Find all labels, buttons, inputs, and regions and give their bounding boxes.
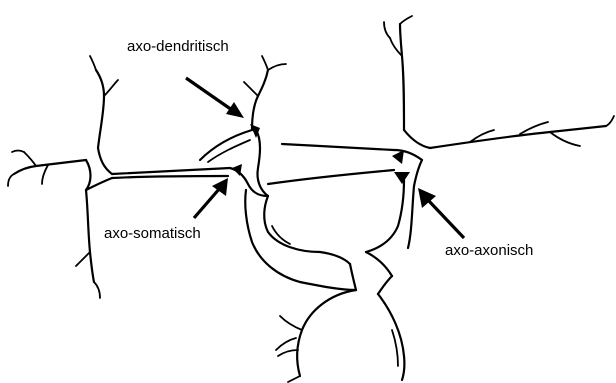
left-neuron: [8, 56, 230, 298]
arrow-axo-dendritisch: [186, 78, 244, 118]
label-axo-dendritisch: axo-dendritisch: [127, 39, 229, 54]
arrow-axo-axonisch: [418, 188, 464, 238]
right-neuron: [268, 16, 614, 252]
lower-neuron: [276, 252, 404, 382]
synapse-axonic-upper: [392, 150, 404, 164]
synapse-axonic-lower: [394, 172, 410, 184]
arrow-axo-somatisch: [194, 178, 228, 218]
label-axo-somatisch: axo-somatisch: [104, 226, 201, 241]
label-axo-axonisch: axo-axonisch: [445, 243, 533, 258]
